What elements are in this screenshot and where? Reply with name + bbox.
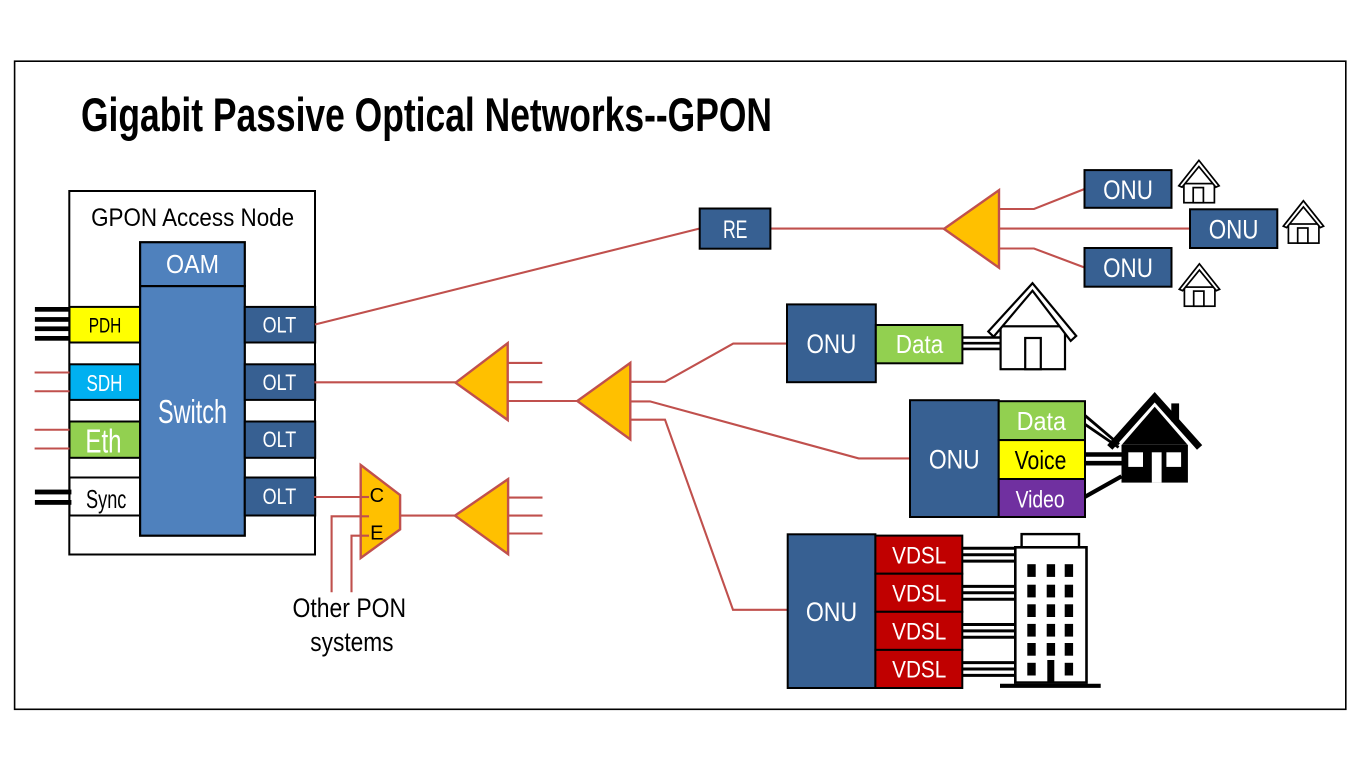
- svg-text:VDSL: VDSL: [892, 619, 946, 646]
- svg-text:Sync: Sync: [86, 484, 126, 514]
- svg-text:RE: RE: [723, 216, 748, 244]
- svg-text:SDH: SDH: [87, 370, 123, 396]
- svg-text:Eth: Eth: [85, 422, 121, 459]
- svg-text:Switch: Switch: [158, 393, 227, 430]
- svg-text:systems: systems: [310, 627, 393, 657]
- svg-text:GPON Access Node: GPON Access Node: [91, 204, 294, 232]
- svg-text:OLT: OLT: [263, 427, 297, 452]
- svg-text:Voice: Voice: [1015, 445, 1067, 475]
- svg-text:Video: Video: [1016, 486, 1065, 513]
- svg-text:Data: Data: [896, 329, 944, 359]
- svg-text:ONU: ONU: [807, 329, 857, 359]
- svg-text:C: C: [370, 485, 384, 507]
- svg-text:Gigabit Passive Optical Networ: Gigabit Passive Optical Networks--GPON: [81, 88, 772, 141]
- svg-text:Other PON: Other PON: [293, 593, 407, 623]
- svg-text:ONU: ONU: [1103, 175, 1153, 205]
- svg-text:VDSL: VDSL: [892, 542, 946, 569]
- svg-text:Data: Data: [1017, 406, 1067, 436]
- svg-text:OLT: OLT: [263, 370, 297, 395]
- svg-text:ONU: ONU: [929, 445, 980, 475]
- svg-text:PDH: PDH: [89, 315, 122, 338]
- svg-text:OAM: OAM: [166, 249, 219, 279]
- svg-text:ONU: ONU: [1209, 215, 1259, 245]
- svg-text:OLT: OLT: [263, 484, 297, 509]
- svg-text:ONU: ONU: [1103, 253, 1153, 283]
- svg-text:E: E: [370, 522, 383, 544]
- svg-text:ONU: ONU: [806, 597, 857, 627]
- svg-text:VDSL: VDSL: [892, 657, 946, 684]
- svg-text:VDSL: VDSL: [892, 580, 946, 607]
- svg-text:OLT: OLT: [263, 313, 297, 338]
